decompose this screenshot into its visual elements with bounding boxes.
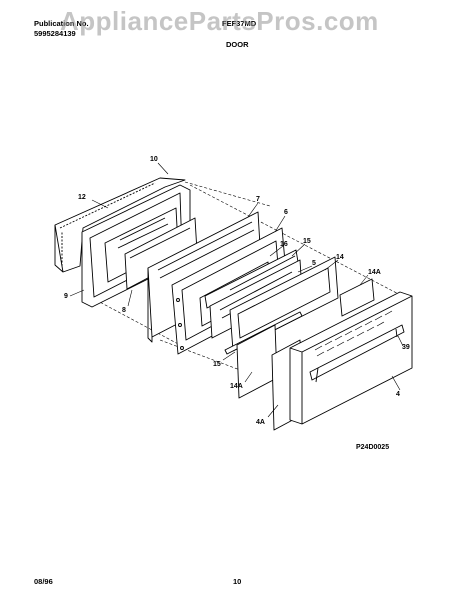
callout-16: 16 [280, 241, 288, 248]
callout-14a-upper: 14A [368, 269, 381, 276]
callout-12: 12 [78, 194, 86, 201]
callout-9: 9 [64, 293, 68, 300]
callout-14: 14 [336, 254, 344, 261]
callout-5: 5 [312, 260, 316, 267]
callout-15-upper: 15 [303, 238, 311, 245]
publication-label: Publication No. [34, 19, 89, 28]
callout-8: 8 [122, 307, 126, 314]
footer-date: 08/96 [34, 577, 53, 586]
callout-4: 4 [396, 391, 400, 398]
callout-14a-lower: 14A [230, 383, 243, 390]
diagram-code: P24D0025 [356, 444, 389, 451]
model-number: FEF37MD [222, 19, 257, 28]
part-12-gasket [54, 177, 186, 273]
publication-number: 5995284139 [34, 29, 76, 38]
callout-15-lower: 15 [213, 361, 221, 368]
callout-39: 39 [402, 344, 410, 351]
callout-6: 6 [284, 209, 288, 216]
callout-10: 10 [150, 156, 158, 163]
part-14a-insulation-upper [339, 278, 375, 317]
part-14-frame [229, 256, 339, 352]
part-4-outer-door [289, 291, 413, 425]
watermark: AppliancePartsPros.com [60, 6, 379, 36]
callout-7: 7 [256, 196, 260, 203]
page-number: 10 [233, 577, 242, 586]
callout-4a: 4A [256, 419, 265, 426]
section-title: DOOR [226, 40, 249, 49]
